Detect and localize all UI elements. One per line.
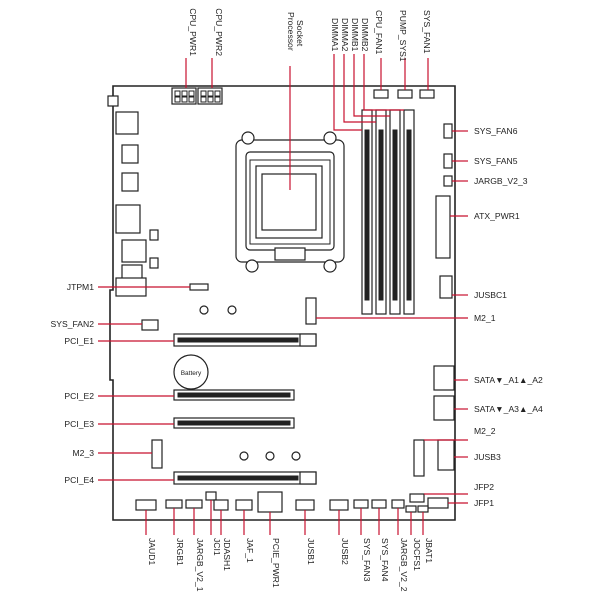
label-socket: Socket <box>295 20 305 47</box>
label-cpu-fan1: CPU_FAN1 <box>374 10 384 55</box>
sys-fan3-header <box>353 499 369 509</box>
label-atx-pwr1: ATX_PWR1 <box>474 211 520 221</box>
label-sys-fan5: SYS_FAN5 <box>474 156 518 166</box>
label-dimma1: DIMMA1 <box>330 18 340 52</box>
jci1-header <box>205 491 217 501</box>
label-sata-a1-a2: SATA▼_A1▲_A2 <box>474 375 543 385</box>
label-jtpm1: JTPM1 <box>67 282 94 292</box>
label-jaud1: JAUD1 <box>147 538 157 565</box>
label-jocfs1: JOCFS1 <box>412 538 422 571</box>
label-jusb2: JUSB2 <box>340 538 350 565</box>
label-pci-e4: PCI_E4 <box>64 475 94 485</box>
label-pump-sys1: PUMP_SYS1 <box>398 10 408 62</box>
sys-fan4-header <box>371 499 387 509</box>
sys-fan5-header <box>443 153 453 169</box>
sys-fan6-header <box>443 123 453 139</box>
label-jrgb1: JRGB1 <box>175 538 185 566</box>
m2-2-slot <box>413 439 425 477</box>
battery-label: Battery <box>181 370 202 377</box>
label-pci-e3: PCI_E3 <box>64 419 94 429</box>
cpu-pwr-pins <box>174 90 221 103</box>
jaf-1-header <box>235 499 253 511</box>
label-jusb3: JUSB3 <box>474 452 501 462</box>
label-jusb1: JUSB1 <box>306 538 316 565</box>
label-dimma2: DIMMA2 <box>340 18 350 52</box>
processor-socket <box>235 131 345 273</box>
jusbc1-connector <box>439 275 453 299</box>
label-jargb-v2-1: JARGB_V2_1 <box>195 538 205 592</box>
pcie-slots <box>173 333 317 485</box>
cpu-fan1-header <box>373 89 389 99</box>
atx-pwr1-connector <box>435 195 451 259</box>
label-jaf-1: JAF_1 <box>245 538 255 563</box>
label-pci-e1: PCI_E1 <box>64 336 94 346</box>
jtpm1-header <box>189 283 209 291</box>
label-sata-a3-a4: SATA▼_A3▲_A4 <box>474 404 543 414</box>
label-pcie-pwr1: PCIE_PWR1 <box>271 538 281 588</box>
label-cpu-pwr1: CPU_PWR1 <box>188 8 198 56</box>
jusb3-connector <box>437 439 455 471</box>
jusb2-header <box>329 499 349 511</box>
sys-fan2-header <box>141 319 159 331</box>
label-jusbc1: JUSBC1 <box>474 290 507 300</box>
jargb-v2-1-header <box>185 499 203 509</box>
sata-a3-a4-port <box>433 395 455 421</box>
label-dimmb2: DIMMB2 <box>360 18 370 52</box>
label-jbat1: JBAT1 <box>424 538 434 563</box>
label-jfp2: JFP2 <box>474 482 494 492</box>
label-sys-fan2: SYS_FAN2 <box>51 319 95 329</box>
label-jdash1: JDASH1 <box>222 538 232 571</box>
jfp2-header <box>409 493 425 503</box>
jargb-v2-3-header <box>443 175 453 187</box>
label-sys-fan1: SYS_FAN1 <box>422 10 432 54</box>
label-jargb-v2-2: JARGB_V2_2 <box>399 538 409 592</box>
label-m2-3: M2_3 <box>73 448 95 458</box>
label-pci-e2: PCI_E2 <box>64 391 94 401</box>
jaud1-header <box>135 499 157 511</box>
label-sys-fan6: SYS_FAN6 <box>474 126 518 136</box>
jfp1-header <box>427 497 449 509</box>
pump-sys1-header <box>397 89 413 99</box>
jbat1-header <box>417 505 429 513</box>
label-sys-fan4: SYS_FAN4 <box>380 538 390 582</box>
label-jci1: JCI1 <box>212 538 222 556</box>
label-m2-2: M2_2 <box>474 426 496 436</box>
m2-3-slot <box>151 439 163 469</box>
label-processor: Processor <box>286 12 296 51</box>
label-m2-1: M2_1 <box>474 313 496 323</box>
pcie-pwr1-connector <box>257 491 283 513</box>
jusb1-header <box>295 499 315 511</box>
sata-a1-a2-port <box>433 365 455 391</box>
sys-fan1-header <box>419 89 435 99</box>
jocfs1-header <box>405 505 417 513</box>
label-sys-fan3: SYS_FAN3 <box>362 538 372 582</box>
label-jargb-v2-3: JARGB_V2_3 <box>474 176 528 186</box>
label-jfp1: JFP1 <box>474 498 494 508</box>
jrgb1-header <box>165 499 183 509</box>
rear-io-panel <box>107 95 159 297</box>
m2-1-slot <box>305 297 317 325</box>
battery <box>173 354 209 390</box>
jdash1-header <box>213 499 229 511</box>
label-cpu-pwr2: CPU_PWR2 <box>214 8 224 56</box>
jargb-v2-2-header <box>391 499 405 509</box>
label-dimmb1: DIMMB1 <box>350 18 360 52</box>
leader-lines <box>98 54 468 535</box>
